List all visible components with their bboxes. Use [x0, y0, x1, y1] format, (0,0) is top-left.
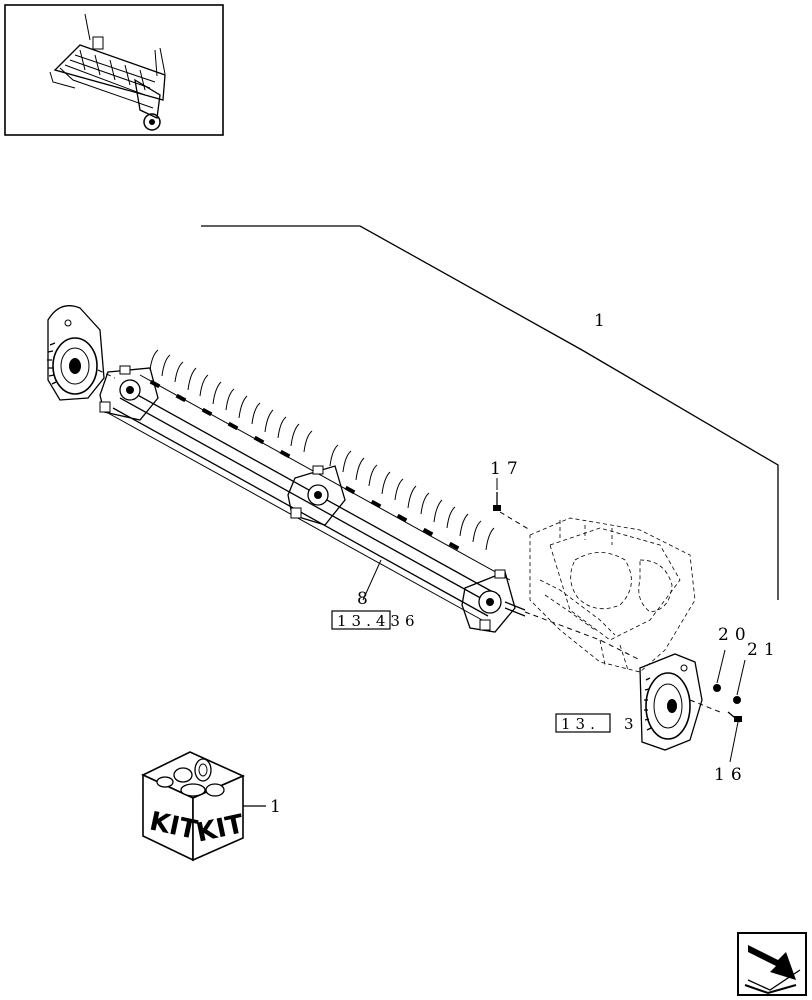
bolt-17	[493, 492, 501, 511]
callout-kit: 1	[270, 797, 287, 817]
reel-assembly	[99, 349, 526, 633]
bolt-16	[727, 711, 742, 723]
kit-box-icon: KIT KIT	[141, 751, 247, 862]
gearbox-housing-ghost	[529, 517, 696, 673]
drive-plate-left	[47, 305, 105, 401]
drive-reference[interactable]: 13. 3	[555, 713, 639, 733]
reel-reference[interactable]: 13.436	[331, 610, 420, 630]
navigation-arrow-icon[interactable]	[737, 932, 807, 996]
nut-21	[733, 696, 741, 704]
drive-reference-text-right: 3	[624, 715, 639, 733]
callout-bolt-bottom: 16	[714, 765, 748, 785]
drive-reference-text-left: 13.	[561, 715, 600, 733]
callout-assembly: 1	[594, 311, 611, 331]
callout-bolt-top: 17	[490, 459, 524, 479]
overview-thumbnail[interactable]	[4, 4, 224, 136]
drive-plate-right	[639, 653, 703, 751]
reel-reference-text: 13.436	[337, 612, 420, 630]
callout-nut: 21	[747, 640, 781, 660]
washer-20	[713, 684, 721, 692]
assembly-leader-line	[201, 225, 779, 600]
callout-washer: 20	[718, 625, 752, 645]
callout-reel: 8	[357, 589, 374, 609]
